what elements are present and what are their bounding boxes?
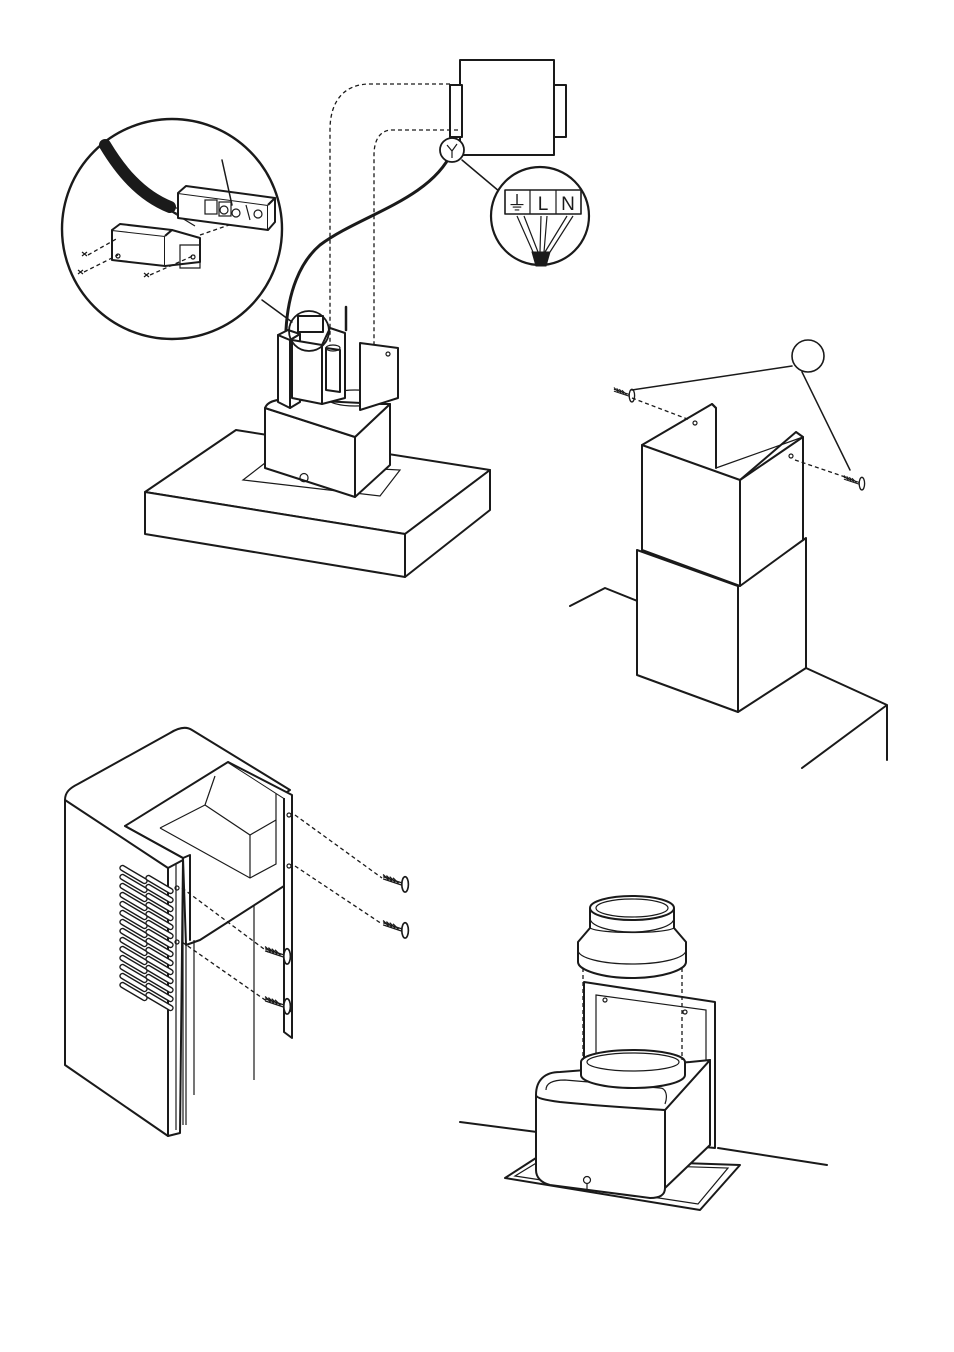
- duct-connector-collar: [578, 896, 686, 978]
- figure-wall-bracket: [65, 728, 408, 1136]
- bracket-screw-3: [265, 947, 290, 965]
- figure-electrical-connection: ⏚ L N: [62, 60, 589, 577]
- supply-cable: [286, 152, 452, 330]
- surface-right: [802, 668, 887, 768]
- upper-chimney-section: [642, 404, 803, 586]
- ceiling-surface-left: [460, 1122, 537, 1132]
- figure-chimney-cover: [570, 340, 887, 768]
- bracket-screw-2: [383, 921, 408, 939]
- mounting-plate: [360, 343, 398, 410]
- wall-junction-box: [450, 60, 566, 155]
- duct-path-outer: [330, 84, 450, 345]
- figure-duct-flange: [460, 896, 827, 1210]
- chimney-screw-right: [844, 476, 865, 490]
- wiring-magnified-inset: [62, 119, 282, 339]
- live-terminal-label: L: [538, 194, 549, 215]
- neutral-terminal-label: N: [561, 194, 575, 215]
- bracket-screw-4: [265, 997, 290, 1015]
- earth-terminal-label: ⏚: [507, 193, 527, 215]
- bracket-screw-1: [383, 875, 408, 893]
- terminal-detail-inset: ⏚ L N: [491, 167, 589, 266]
- surface-left: [570, 588, 640, 606]
- ceiling-surface-right: [718, 1148, 827, 1165]
- terminal-block-assembly: [278, 316, 345, 408]
- reference-callout-circle: [792, 340, 824, 372]
